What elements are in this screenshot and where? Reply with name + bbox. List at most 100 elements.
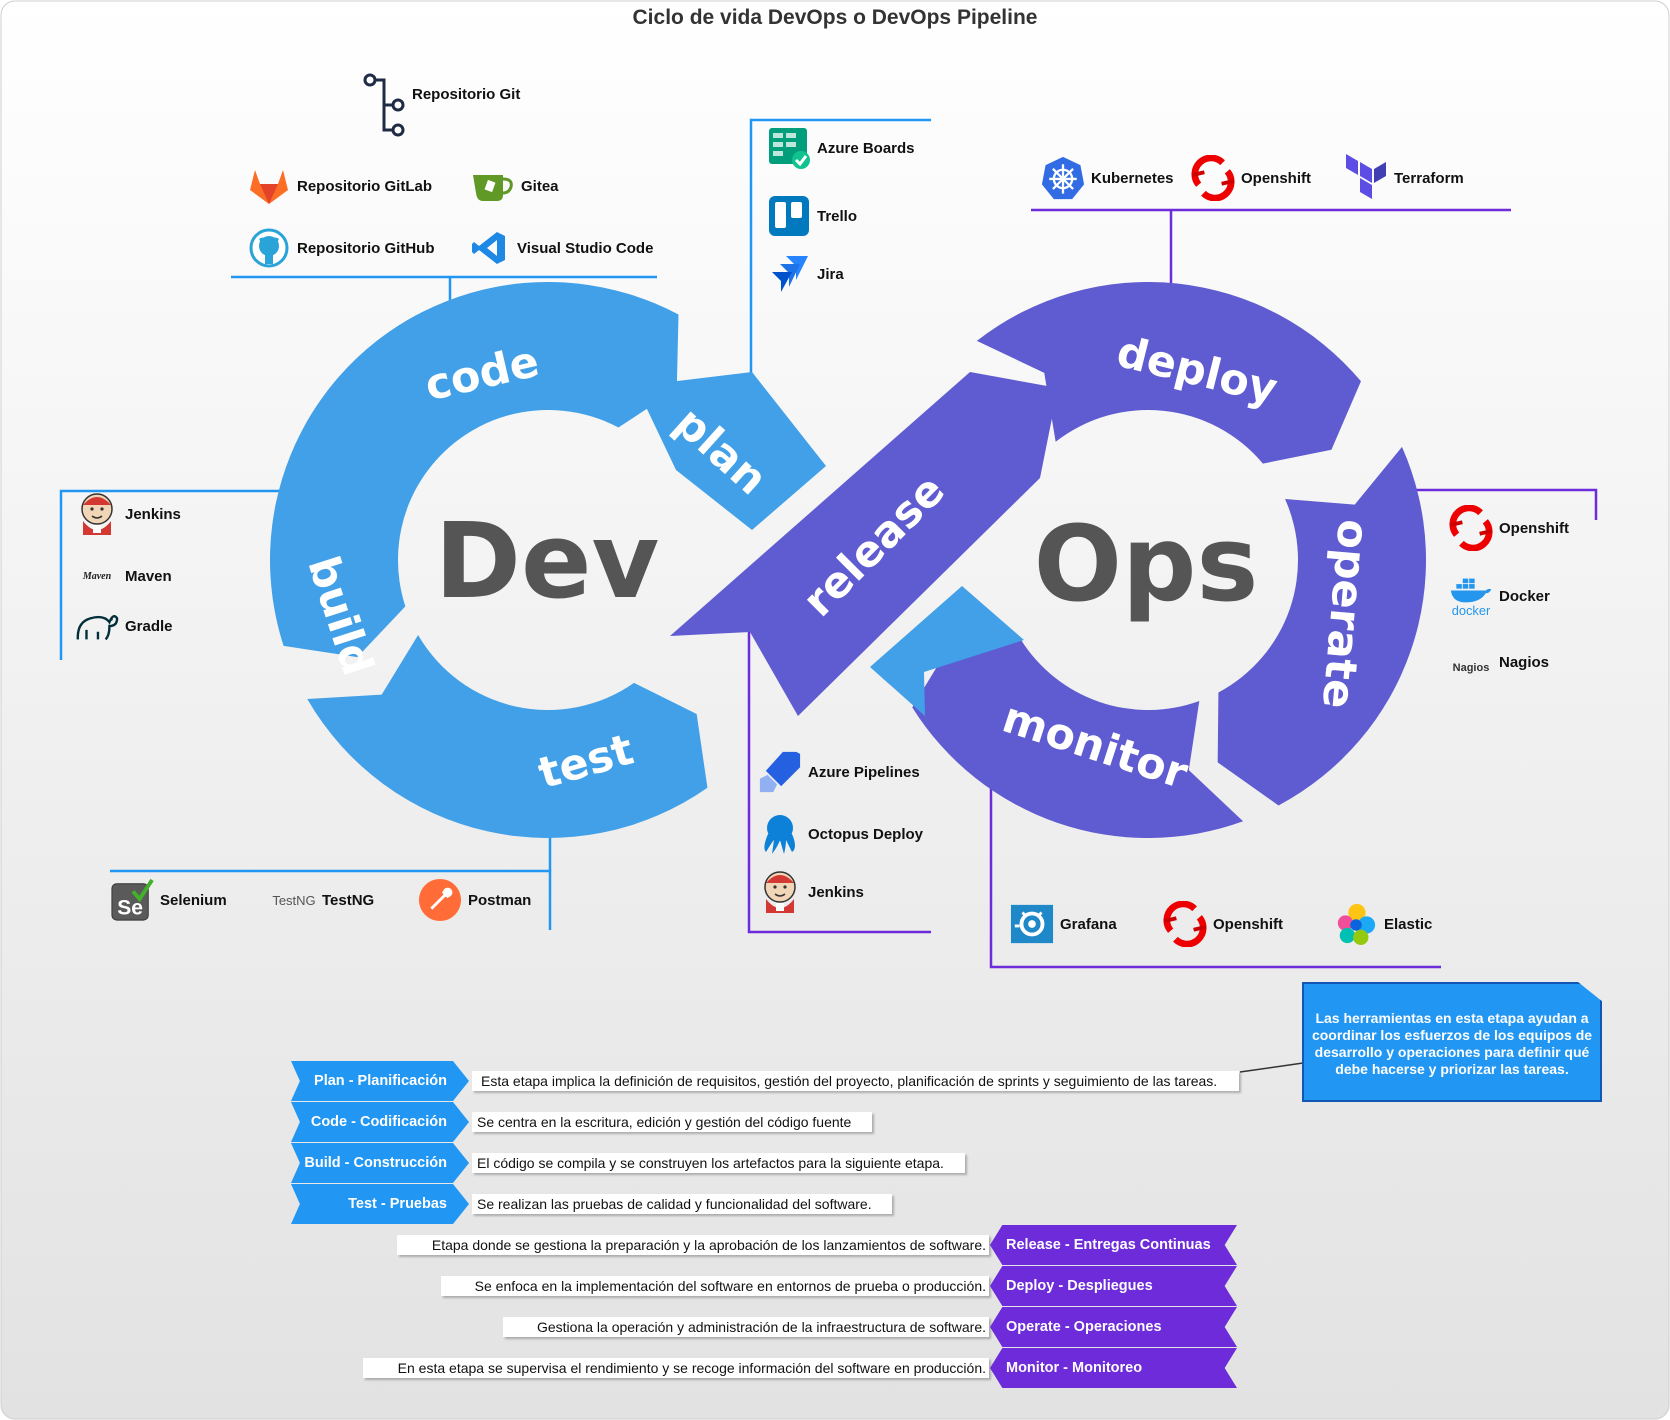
tool-label: Gitea bbox=[521, 177, 559, 195]
tool-octopus[interactable]: Octopus Deploy bbox=[758, 814, 923, 854]
gitlab-icon bbox=[247, 164, 291, 208]
legend-tag-plan: Plan - Planificación bbox=[291, 1061, 469, 1101]
tool-label: Openshift bbox=[1213, 915, 1283, 933]
tool-label: Elastic bbox=[1384, 915, 1433, 933]
tool-label: Nagios bbox=[1499, 653, 1550, 671]
openshift-icon bbox=[1191, 155, 1235, 201]
tool-openshift-monitor[interactable]: Openshift bbox=[1163, 901, 1283, 947]
tool-label: Openshift bbox=[1499, 519, 1569, 537]
tool-label: Repositorio GitLab bbox=[297, 177, 432, 195]
build-tools-line bbox=[59, 489, 282, 660]
trello-icon bbox=[767, 194, 811, 238]
legend-tag-operate: Operate - Operaciones bbox=[990, 1307, 1237, 1347]
monitor-tools-line bbox=[989, 772, 1441, 969]
page-title: Ciclo de vida DevOps o DevOps Pipeline bbox=[632, 6, 1038, 29]
grafana-icon bbox=[1010, 902, 1054, 946]
kubernetes-icon bbox=[1041, 156, 1085, 200]
tool-terraform[interactable]: Terraform bbox=[1344, 154, 1464, 199]
tool-label: Octopus Deploy bbox=[808, 825, 924, 843]
elastic-icon bbox=[1334, 902, 1378, 946]
tool-testng[interactable]: TestNG TestNG bbox=[272, 880, 374, 920]
tool-label: Jenkins bbox=[808, 883, 864, 901]
segment-test bbox=[307, 635, 708, 838]
segment-operate bbox=[1217, 446, 1426, 806]
postman-icon bbox=[418, 878, 462, 922]
octopus-icon bbox=[758, 812, 802, 856]
git-branch-icon bbox=[362, 72, 406, 137]
legend-desc-test: Se realizan las pruebas de calidad y fun… bbox=[472, 1194, 892, 1214]
jira-icon bbox=[767, 252, 811, 296]
gradle-icon bbox=[75, 604, 119, 648]
testng-logo-text: TestNG bbox=[272, 892, 316, 908]
openshift-icon bbox=[1449, 505, 1493, 551]
tool-docker[interactable]: docker Docker bbox=[1449, 574, 1550, 618]
tool-jenkins-build[interactable]: Jenkins bbox=[75, 492, 181, 536]
tool-label: Visual Studio Code bbox=[517, 239, 654, 257]
maven-icon: Maven bbox=[75, 554, 119, 598]
tool-gitlab[interactable]: Repositorio GitLab bbox=[247, 166, 432, 206]
openshift-icon bbox=[1163, 901, 1207, 947]
jenkins-icon bbox=[758, 870, 802, 914]
tool-label: Terraform bbox=[1394, 169, 1464, 187]
docker-icon: docker bbox=[1449, 574, 1493, 618]
gitea-icon bbox=[471, 164, 515, 208]
tool-git[interactable]: Repositorio Git bbox=[362, 72, 521, 137]
release-tools-line bbox=[747, 630, 931, 934]
tool-vscode[interactable]: Visual Studio Code bbox=[467, 228, 653, 268]
tool-nagios[interactable]: Nagios Nagios bbox=[1449, 642, 1549, 682]
legend-desc-operate: Gestiona la operación y administración d… bbox=[503, 1317, 989, 1337]
tool-label: Trello bbox=[817, 207, 858, 225]
legend-tag-release: Release - Entregas Continuas bbox=[990, 1225, 1237, 1265]
tool-jenkins-release[interactable]: Jenkins bbox=[758, 870, 864, 914]
legend-desc-plan: Esta etapa implica la definición de requ… bbox=[472, 1071, 1239, 1091]
infinity-loop bbox=[270, 281, 1426, 838]
dev-label: Dev bbox=[435, 500, 660, 622]
segment-monitor bbox=[912, 639, 1244, 838]
tool-elastic[interactable]: Elastic bbox=[1334, 902, 1433, 946]
tool-openshift-operate[interactable]: Openshift bbox=[1449, 505, 1569, 551]
tool-gradle[interactable]: Gradle bbox=[75, 606, 173, 646]
jenkins-icon bbox=[75, 492, 119, 536]
tool-postman[interactable]: Postman bbox=[418, 878, 531, 922]
tool-trello[interactable]: Trello bbox=[767, 196, 857, 236]
tool-azure-boards[interactable]: Azure Boards bbox=[767, 128, 915, 169]
tool-azure-pipelines[interactable]: Azure Pipelines bbox=[758, 751, 920, 793]
nagios-logo-text: Nagios bbox=[1452, 662, 1490, 674]
segment-build bbox=[270, 314, 478, 658]
tool-label: Repositorio Git bbox=[412, 85, 521, 103]
segment-plan-arrowhead bbox=[870, 586, 1024, 716]
segment-release bbox=[670, 372, 1058, 716]
tool-label: Gradle bbox=[125, 617, 173, 635]
github-icon bbox=[247, 226, 291, 270]
tool-label: Docker bbox=[1499, 587, 1550, 605]
tool-label: Azure Boards bbox=[817, 139, 915, 157]
tool-label: Openshift bbox=[1241, 169, 1311, 187]
tool-label: Repositorio GitHub bbox=[297, 239, 435, 257]
tool-label: Azure Pipelines bbox=[808, 763, 920, 781]
nagios-icon: Nagios bbox=[1449, 640, 1493, 684]
tool-kubernetes[interactable]: Kubernetes bbox=[1041, 156, 1174, 200]
plan-tools-line bbox=[749, 118, 931, 398]
tool-grafana[interactable]: Grafana bbox=[1010, 904, 1117, 944]
svg-text:docker: docker bbox=[1452, 603, 1491, 618]
tool-label: Kubernetes bbox=[1091, 169, 1174, 187]
segment-plan bbox=[636, 372, 826, 530]
vscode-icon bbox=[467, 226, 511, 270]
tool-maven[interactable]: Maven Maven bbox=[75, 556, 172, 596]
tool-label: TestNG bbox=[322, 891, 375, 909]
tool-github[interactable]: Repositorio GitHub bbox=[247, 228, 435, 268]
legend-tag-deploy: Deploy - Despliegues bbox=[990, 1266, 1237, 1306]
tool-jira[interactable]: Jira bbox=[767, 254, 844, 294]
operate-tools-line bbox=[1410, 488, 1598, 520]
selenium-icon: Se bbox=[110, 878, 154, 922]
testng-icon: TestNG bbox=[272, 878, 316, 922]
tool-label: Jira bbox=[817, 265, 844, 283]
tool-gitea[interactable]: Gitea bbox=[471, 166, 559, 206]
ops-connectors bbox=[747, 208, 1598, 969]
tool-openshift-deploy[interactable]: Openshift bbox=[1191, 155, 1311, 201]
tool-selenium[interactable]: Se Selenium bbox=[110, 878, 227, 922]
legend-tag-code: Code - Codificación bbox=[291, 1102, 469, 1142]
maven-logo-text: Maven bbox=[82, 570, 112, 582]
note-pointer bbox=[1239, 1061, 1311, 1073]
